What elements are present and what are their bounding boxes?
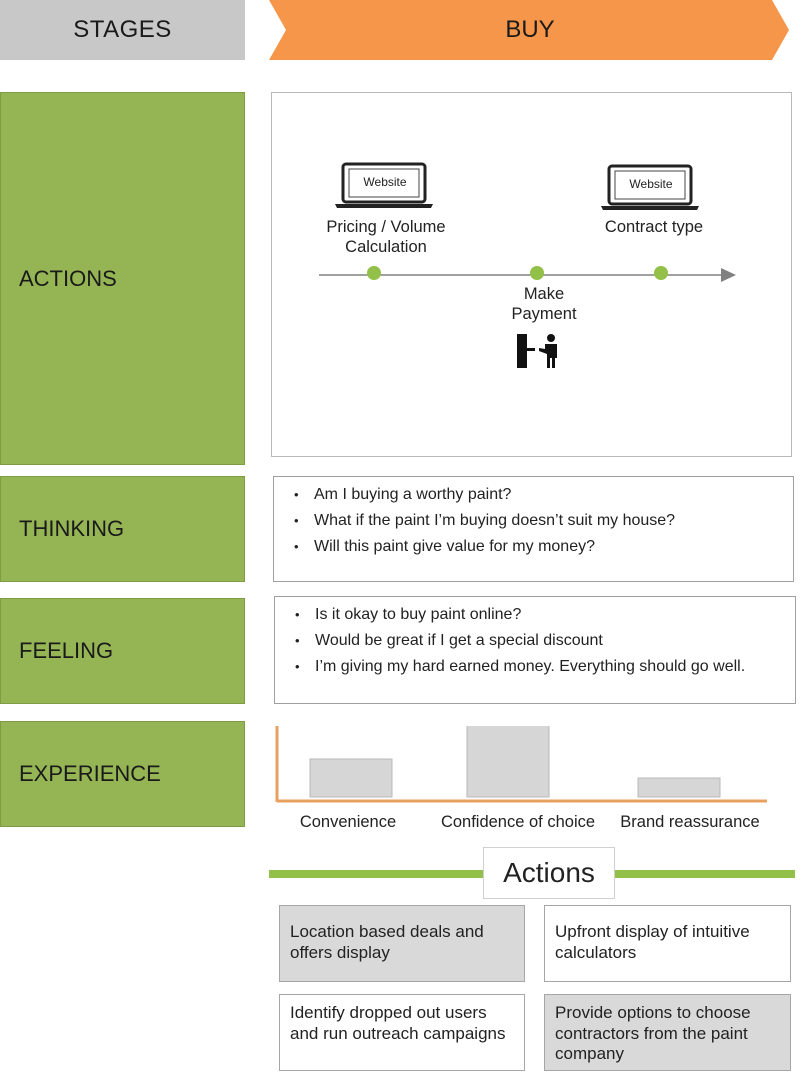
- row-label-feeling-text: FEELING: [19, 638, 114, 663]
- step-pricing-line2: Calculation: [345, 238, 427, 256]
- row-label-experience-text: EXPERIENCE: [19, 761, 161, 786]
- laptop-icon: [335, 162, 433, 208]
- feeling-item: I’m giving my hard earned money. Everyth…: [289, 657, 759, 677]
- payment-kiosk-icon: [517, 334, 557, 368]
- timeline-svg: [319, 162, 736, 368]
- actions-section-title: Actions: [483, 847, 615, 899]
- step-pricing-line1: Pricing / Volume: [326, 218, 446, 236]
- action-card: Identify dropped out users and run outre…: [279, 994, 525, 1071]
- thinking-item: Am I buying a worthy paint?: [288, 485, 783, 505]
- timeline-dot-contract: [654, 266, 668, 280]
- laptop-icon: [601, 164, 699, 210]
- thinking-item: Will this paint give value for my money?: [288, 537, 783, 557]
- step-payment-line1: Make: [523, 285, 565, 303]
- feeling-box: Is it okay to buy paint online? Would be…: [274, 596, 796, 704]
- action-card: Provide options to choose contractors fr…: [544, 994, 791, 1071]
- timeline-arrowhead: [721, 268, 736, 282]
- website-label-1: Website: [363, 175, 407, 189]
- row-label-thinking-text: THINKING: [19, 516, 125, 541]
- thinking-list: Am I buying a worthy paint? What if the …: [288, 485, 783, 557]
- buy-header: BUY: [269, 0, 791, 60]
- feeling-item: Would be great if I get a special discou…: [289, 631, 759, 651]
- action-card: Location based deals and offers display: [279, 905, 525, 982]
- experience-bar-confidence: [466, 726, 550, 798]
- buy-header-label: BUY: [505, 16, 555, 43]
- row-label-actions: ACTIONS: [0, 92, 245, 465]
- row-label-thinking: THINKING: [0, 476, 245, 582]
- feeling-item: Is it okay to buy paint online?: [289, 605, 759, 625]
- row-label-actions-text: ACTIONS: [19, 265, 117, 291]
- experience-bar-convenience: [309, 758, 393, 798]
- stages-header-label: STAGES: [73, 16, 172, 43]
- step-payment-line2: Payment: [511, 305, 577, 323]
- buy-header-arrow: [269, 0, 789, 60]
- website-label-2: Website: [629, 177, 673, 191]
- experience-chart: [275, 726, 767, 803]
- feeling-list: Is it okay to buy paint online? Would be…: [289, 605, 759, 677]
- experience-bar-brand: [637, 777, 721, 798]
- timeline-dot-pricing: [367, 266, 381, 280]
- action-card: Upfront display of intuitive calculators: [544, 905, 791, 982]
- timeline-dot-payment: [530, 266, 544, 280]
- thinking-item: What if the paint I’m buying doesn’t sui…: [288, 511, 783, 531]
- experience-label-convenience: Convenience: [299, 813, 397, 831]
- row-label-experience: EXPERIENCE: [0, 721, 245, 827]
- thinking-box: Am I buying a worthy paint? What if the …: [273, 476, 794, 582]
- stages-header: STAGES: [0, 0, 245, 60]
- experience-label-brand: Brand reassurance: [620, 813, 760, 831]
- experience-label-confidence: Confidence of choice: [440, 813, 596, 831]
- step-pricing-label: Pricing / Volume Calculation: [306, 217, 466, 257]
- row-label-feeling: FEELING: [0, 598, 245, 704]
- step-payment-label: Make Payment: [488, 284, 600, 324]
- step-contract-label: Contract type: [604, 218, 704, 236]
